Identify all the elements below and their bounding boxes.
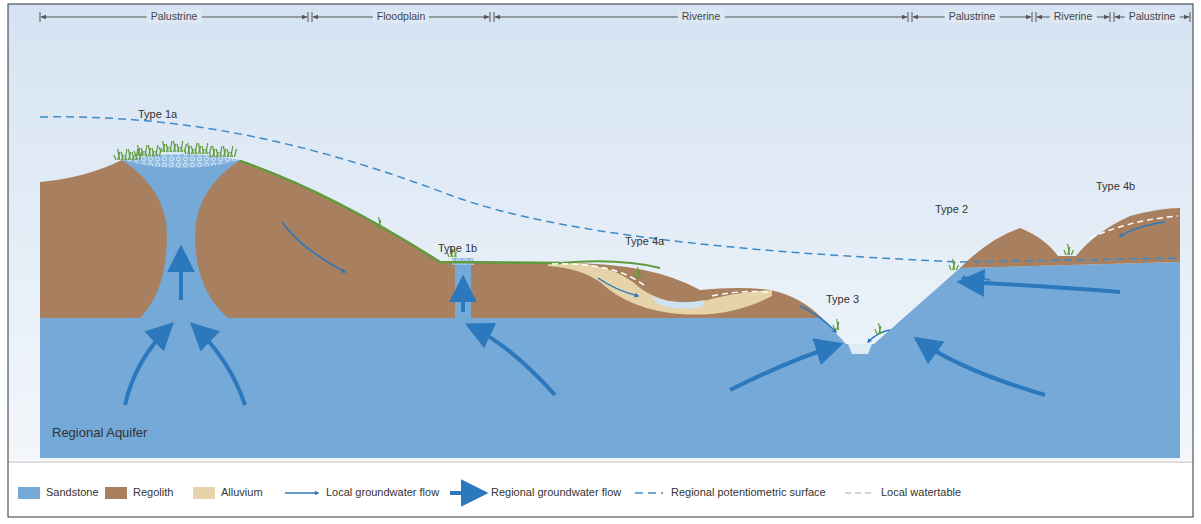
sandstone-pipe — [122, 160, 240, 318]
legend-text: Local watertable — [881, 486, 961, 499]
wetland-type: Type 2 — [935, 203, 968, 216]
zone-name: Floodplain — [373, 10, 429, 23]
local-watertable — [1090, 216, 1178, 238]
zone-name: Palustrine — [945, 10, 1000, 23]
legend-text: Local groundwater flow — [326, 486, 439, 499]
legend-text: Regional potentiometric surface — [671, 486, 826, 499]
legend-text: Sandstone — [46, 486, 99, 499]
pool — [848, 344, 872, 354]
frame — [8, 4, 1193, 517]
zone-name: Palustrine — [147, 10, 202, 23]
wetland-type: Type 4a — [625, 235, 664, 248]
legend-swatch — [193, 487, 215, 499]
vegetation — [114, 141, 1073, 334]
zone-dimensions — [40, 12, 1190, 22]
wetland-type: Type 1b — [438, 242, 477, 255]
zone-name: Palustrine — [1125, 10, 1180, 23]
wetland-type: Type 4b — [1096, 180, 1135, 193]
regional-flow — [125, 250, 1120, 405]
legend-text: Regional groundwater flow — [491, 486, 621, 499]
potentiometric-surface — [40, 117, 1180, 262]
sandstone-pipe — [455, 262, 471, 318]
local-watertable — [552, 264, 645, 286]
regolith — [40, 160, 822, 318]
pool — [652, 296, 705, 309]
legend-sample — [635, 492, 663, 494]
legend-text: Regolith — [133, 486, 173, 499]
legend-text: Alluvium — [221, 486, 263, 499]
spring-mound — [122, 154, 240, 168]
legend-swatch — [18, 487, 40, 499]
legend-sample — [285, 492, 318, 494]
legend-swatch — [105, 487, 127, 499]
zone-name: Riverine — [678, 10, 725, 23]
local-flow — [282, 222, 1165, 342]
legend-sample — [845, 492, 873, 494]
local-watertable — [712, 292, 768, 297]
sky — [8, 4, 1193, 460]
wetland-type: Type 1a — [138, 108, 177, 121]
separator — [8, 462, 1193, 463]
aquifer-name: Regional Aquifer — [52, 426, 147, 439]
wetland-type: Type 3 — [826, 293, 859, 306]
legend-sample — [450, 491, 483, 495]
zone-name: Riverine — [1050, 10, 1097, 23]
alluvium — [548, 262, 772, 315]
